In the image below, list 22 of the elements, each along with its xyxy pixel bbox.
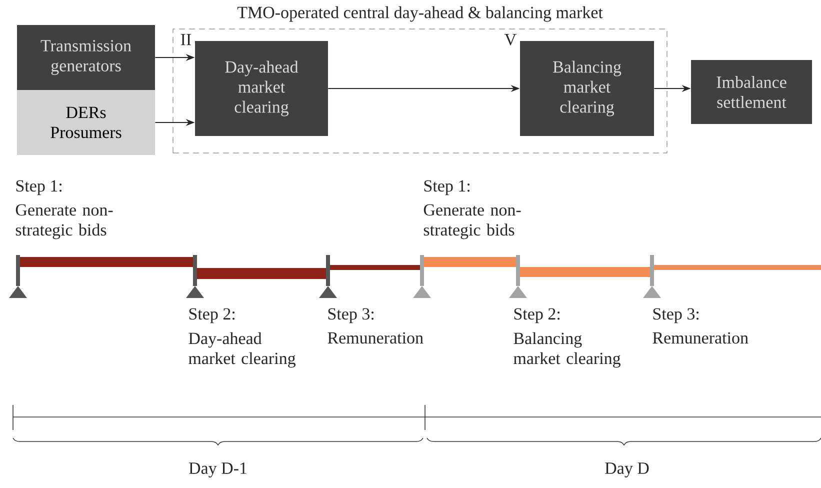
stage-numeral: V [504,34,516,46]
source-box: DERs Prosumers [17,90,155,155]
step-label: Remuneration [652,332,748,344]
day-label: Day D [605,462,649,478]
step-label: Generate non-strategic bids [16,204,113,240]
step-label: Remuneration [328,332,424,344]
step-label: Step 3: [653,308,699,324]
source-box: Transmission generators [17,25,155,90]
process-box: Imbalance settlement [691,60,812,124]
step-label: Step 3: [328,308,374,324]
step-label: Generate non-strategic bids [424,204,521,240]
step-label: Day-ahead market clearing [188,332,296,368]
node-label: TMO-operated central day-ahead & balancing market [237,6,603,22]
day-label: Day D-1 [188,462,246,478]
step-label: Step 1: [16,180,62,196]
step-label: Step 1: [424,180,470,196]
process-box: Day-ahead market clearing [195,41,328,136]
step-label: Balancing market clearing [514,332,620,368]
step-label: Step 2: [514,308,560,324]
stage-numeral: II [180,34,191,46]
process-box: Balancing market clearing [520,41,654,136]
step-label: Step 2: [189,308,235,324]
